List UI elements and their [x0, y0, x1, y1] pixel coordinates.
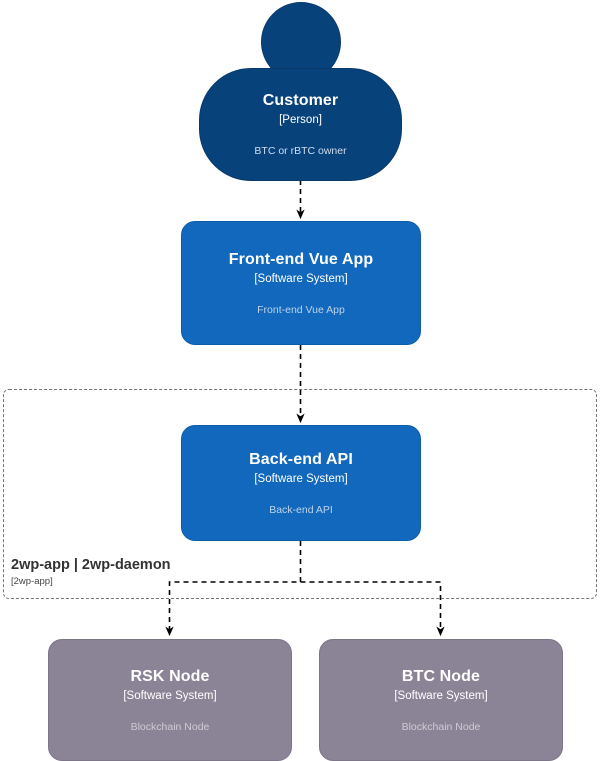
node-frontend-vue-app-subtitle: [Software System]: [254, 272, 348, 285]
node-btc-node[interactable]: BTC Node [Software System] Blockchain No…: [319, 639, 563, 761]
node-backend-api-subtitle: [Software System]: [254, 472, 348, 485]
node-customer[interactable]: Customer [Person] BTC or rBTC owner: [199, 68, 402, 181]
boundary-2wp-app-name: 2wp-app | 2wp-daemon: [11, 557, 171, 573]
node-frontend-vue-app[interactable]: Front-end Vue App [Software System] Fron…: [181, 221, 421, 345]
node-customer-subtitle: [Person]: [279, 114, 322, 126]
node-frontend-vue-app-title: Front-end Vue App: [228, 250, 374, 268]
node-rsk-node-title: RSK Node: [130, 667, 210, 685]
node-customer-description: BTC or rBTC owner: [254, 145, 347, 157]
node-rsk-node-description: Blockchain Node: [130, 720, 210, 733]
node-rsk-node[interactable]: RSK Node [Software System] Blockchain No…: [48, 639, 292, 761]
node-btc-node-subtitle: [Software System]: [394, 689, 488, 702]
node-backend-api-title: Back-end API: [249, 450, 353, 468]
node-customer-title: Customer: [262, 92, 339, 109]
node-backend-api-description: Back-end API: [269, 503, 333, 516]
node-btc-node-title: BTC Node: [401, 667, 481, 685]
boundary-2wp-app-label: 2wp-app | 2wp-daemon [2wp-app]: [11, 556, 311, 588]
node-backend-api[interactable]: Back-end API [Software System] Back-end …: [181, 425, 421, 541]
boundary-2wp-app-type: [2wp-app]: [11, 576, 53, 587]
node-frontend-vue-app-description: Front-end Vue App: [257, 303, 345, 316]
node-rsk-node-subtitle: [Software System]: [123, 689, 217, 702]
boundary-2wp-app: [3, 389, 597, 599]
node-btc-node-description: Blockchain Node: [401, 720, 481, 733]
